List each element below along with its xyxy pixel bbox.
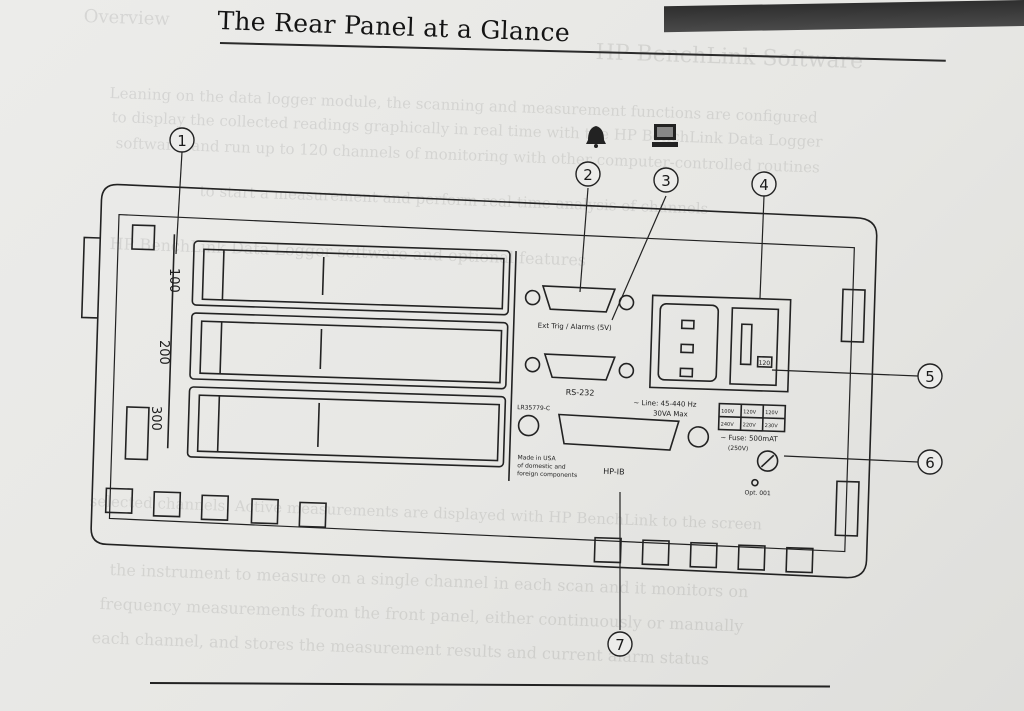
svg-text:240V: 240V [721,422,735,428]
screw [524,356,541,373]
slot-label-100: 100 [166,268,181,293]
svg-text:3: 3 [661,172,671,190]
slot-300 [186,386,507,468]
slot-divider [166,234,176,449]
slot-200 [189,312,509,390]
svg-text:100V: 100V [721,409,735,415]
hpib-label: HP-IB [603,467,625,477]
panel-separator [508,251,517,481]
ext-trig-label: Ext Trig / Alarms (5V) [538,322,613,332]
power-module [649,294,792,393]
svg-text:4: 4 [759,176,769,194]
corner-foot [131,224,156,251]
line-label: ~ Line: 45-440 Hz [633,399,697,409]
svg-text:1: 1 [177,132,187,150]
slot-100 [191,240,511,316]
screw [524,289,541,306]
hpib-screw [687,426,710,448]
db9-rs232 [543,353,616,381]
panel-text: Ext Trig / Alarms (5V) RS-232 HP-IB ~ Li… [517,322,779,497]
svg-text:120V: 120V [765,410,779,416]
corner-foot [834,480,860,537]
svg-text:220V: 220V [743,422,757,428]
slot-300-inner [196,394,501,462]
hpib-connector [557,413,680,451]
callout-leaders [175,151,919,630]
voltage-window [756,355,773,368]
slot-labels: 100 200 300 [148,268,181,431]
made-in-line-2: of domestic and [517,462,566,471]
callout-1: 1 [169,127,195,153]
slot-label-300: 300 [148,406,163,431]
bell-icon [586,126,606,148]
svg-text:230V: 230V [765,423,779,429]
svg-text:2: 2 [583,166,593,184]
callout-2: 2 [575,161,601,187]
svg-text:6: 6 [925,454,935,472]
corner-foot [840,288,866,343]
svg-text:5: 5 [925,368,935,386]
hpib-screw [517,414,540,437]
db9-ext-trig [541,285,617,313]
slot-label-200: 200 [156,340,171,365]
slot-200-inner [199,320,503,384]
left-bracket [80,236,101,319]
option-label: Opt. 001 [744,489,771,497]
power-label: 30VA Max [653,409,688,418]
panel-inner-outline [108,213,855,553]
callout-6: 6 [917,449,943,475]
voltage-setting: 120 [759,360,771,367]
svg-text:120V: 120V [743,409,757,415]
made-in-line-3: foreign components [517,470,577,479]
fuse-drawer [729,307,780,387]
callout-7: 7 [607,631,633,657]
svg-text:7: 7 [615,636,625,654]
screw [618,362,635,379]
callout-5: 5 [917,363,943,389]
fuse-label: ~ Fuse: 500mAT [720,434,778,444]
fuse-rating: (250V) [728,445,748,453]
rs232-label: RS-232 [566,388,595,398]
csa-label: LR35779-C [517,404,550,412]
corner-foot [124,406,150,461]
callout-4: 4 [751,171,777,197]
made-in-line-1: Made in USA [517,454,556,462]
ground-screw [756,450,779,472]
slot-100-inner [201,248,505,310]
computer-icon [652,124,678,147]
chassis-outline [90,183,878,579]
callout-3: 3 [653,167,679,193]
power-inlet [657,303,720,383]
